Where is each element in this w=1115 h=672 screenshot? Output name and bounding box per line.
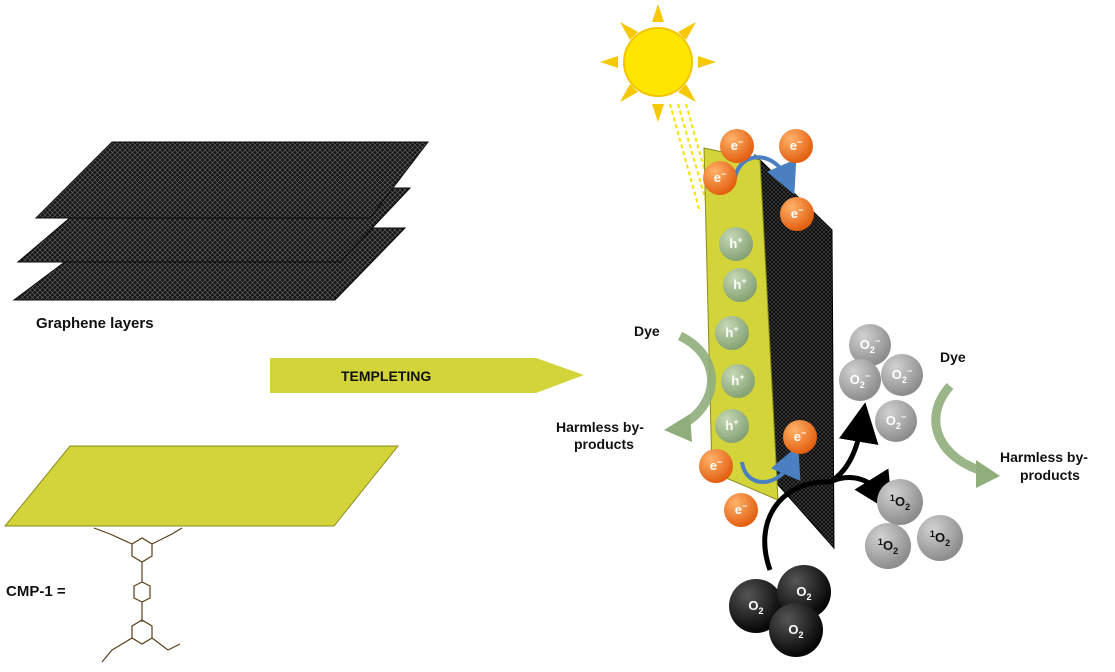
graphene-layers-label: Graphene layers xyxy=(36,315,154,332)
svg-text:O2−: O2− xyxy=(860,336,880,355)
svg-text:e−: e− xyxy=(710,457,723,473)
svg-text:O2: O2 xyxy=(748,598,763,616)
oxygen-molecule: O2 xyxy=(729,579,783,633)
dye-arrow-right xyxy=(931,383,988,477)
hole-particle: h+ xyxy=(715,316,749,350)
svg-text:h+: h+ xyxy=(731,372,744,388)
singlet-oxygen-particle: 1O2 xyxy=(917,515,963,561)
svg-text:e−: e− xyxy=(735,501,748,517)
electron-transfer-arrow-bottom xyxy=(740,445,801,484)
oxygen-activation-arrow xyxy=(762,479,831,571)
oxygen-molecule: O2 xyxy=(769,603,823,657)
electron-particle: e− xyxy=(699,449,733,483)
svg-text:1O2: 1O2 xyxy=(930,529,950,548)
superoxide-particle: O2− xyxy=(839,359,881,401)
svg-text:e−: e− xyxy=(714,169,727,185)
svg-text:O2−: O2− xyxy=(892,366,912,385)
svg-text:h+: h+ xyxy=(725,324,738,340)
svg-text:O2: O2 xyxy=(788,622,803,640)
superoxide-particle: O2− xyxy=(875,400,917,442)
singlet-oxygen-particle: 1O2 xyxy=(877,479,923,525)
electron-transfer-arrow-top xyxy=(733,155,797,195)
electron-particle: e− xyxy=(783,420,817,454)
byproducts-label-left-2: products xyxy=(574,436,634,452)
graphene-sheet xyxy=(34,141,430,219)
byproducts-label-right-2: products xyxy=(1020,467,1080,483)
svg-text:h+: h+ xyxy=(733,276,746,292)
singlet-oxygen-particle: 1O2 xyxy=(865,523,911,569)
electron-particle: e− xyxy=(720,129,754,163)
svg-text:1O2: 1O2 xyxy=(890,493,910,512)
singlet-oxygen-arrow xyxy=(828,468,893,513)
svg-text:e−: e− xyxy=(731,137,744,153)
electron-particle: e− xyxy=(780,197,814,231)
svg-text:1O2: 1O2 xyxy=(878,537,898,556)
cmp-sheet xyxy=(3,445,400,527)
dye-arrow-left xyxy=(677,331,716,430)
svg-text:h+: h+ xyxy=(725,417,738,433)
electron-particle: e− xyxy=(703,161,737,195)
electron-particle: e− xyxy=(724,493,758,527)
dye-label-right: Dye xyxy=(940,349,966,365)
superoxide-arrow xyxy=(828,402,879,485)
svg-text:h+: h+ xyxy=(729,235,742,251)
cmp1-label: CMP-1 = xyxy=(6,583,66,600)
byproducts-label-right-1: Harmless by- xyxy=(1000,449,1088,465)
electron-particle: e− xyxy=(779,129,813,163)
cmp1-molecule xyxy=(93,527,183,663)
dye-label-left: Dye xyxy=(634,323,660,339)
svg-text:e−: e− xyxy=(791,205,804,221)
byproducts-label-left-1: Harmless by- xyxy=(556,419,644,435)
superoxide-particle: O2− xyxy=(849,324,891,366)
hole-particle: h+ xyxy=(715,409,749,443)
dye-arrow-right-head xyxy=(976,460,1000,488)
svg-text:e−: e− xyxy=(794,428,807,444)
hole-particle: h+ xyxy=(721,364,755,398)
superoxide-particle: O2− xyxy=(881,354,923,396)
sun-icon xyxy=(600,4,716,122)
svg-text:e−: e− xyxy=(790,137,803,153)
hole-particle: h+ xyxy=(719,227,753,261)
svg-text:O2−: O2− xyxy=(850,371,870,390)
svg-text:O2−: O2− xyxy=(886,412,906,431)
dye-arrow-left-head xyxy=(664,414,692,442)
templeting-arrow xyxy=(270,358,584,393)
svg-text:O2: O2 xyxy=(796,584,811,602)
graphene-stack xyxy=(12,141,430,301)
hole-particle: h+ xyxy=(723,268,757,302)
templeting-label: TEMPLETING xyxy=(341,368,431,384)
